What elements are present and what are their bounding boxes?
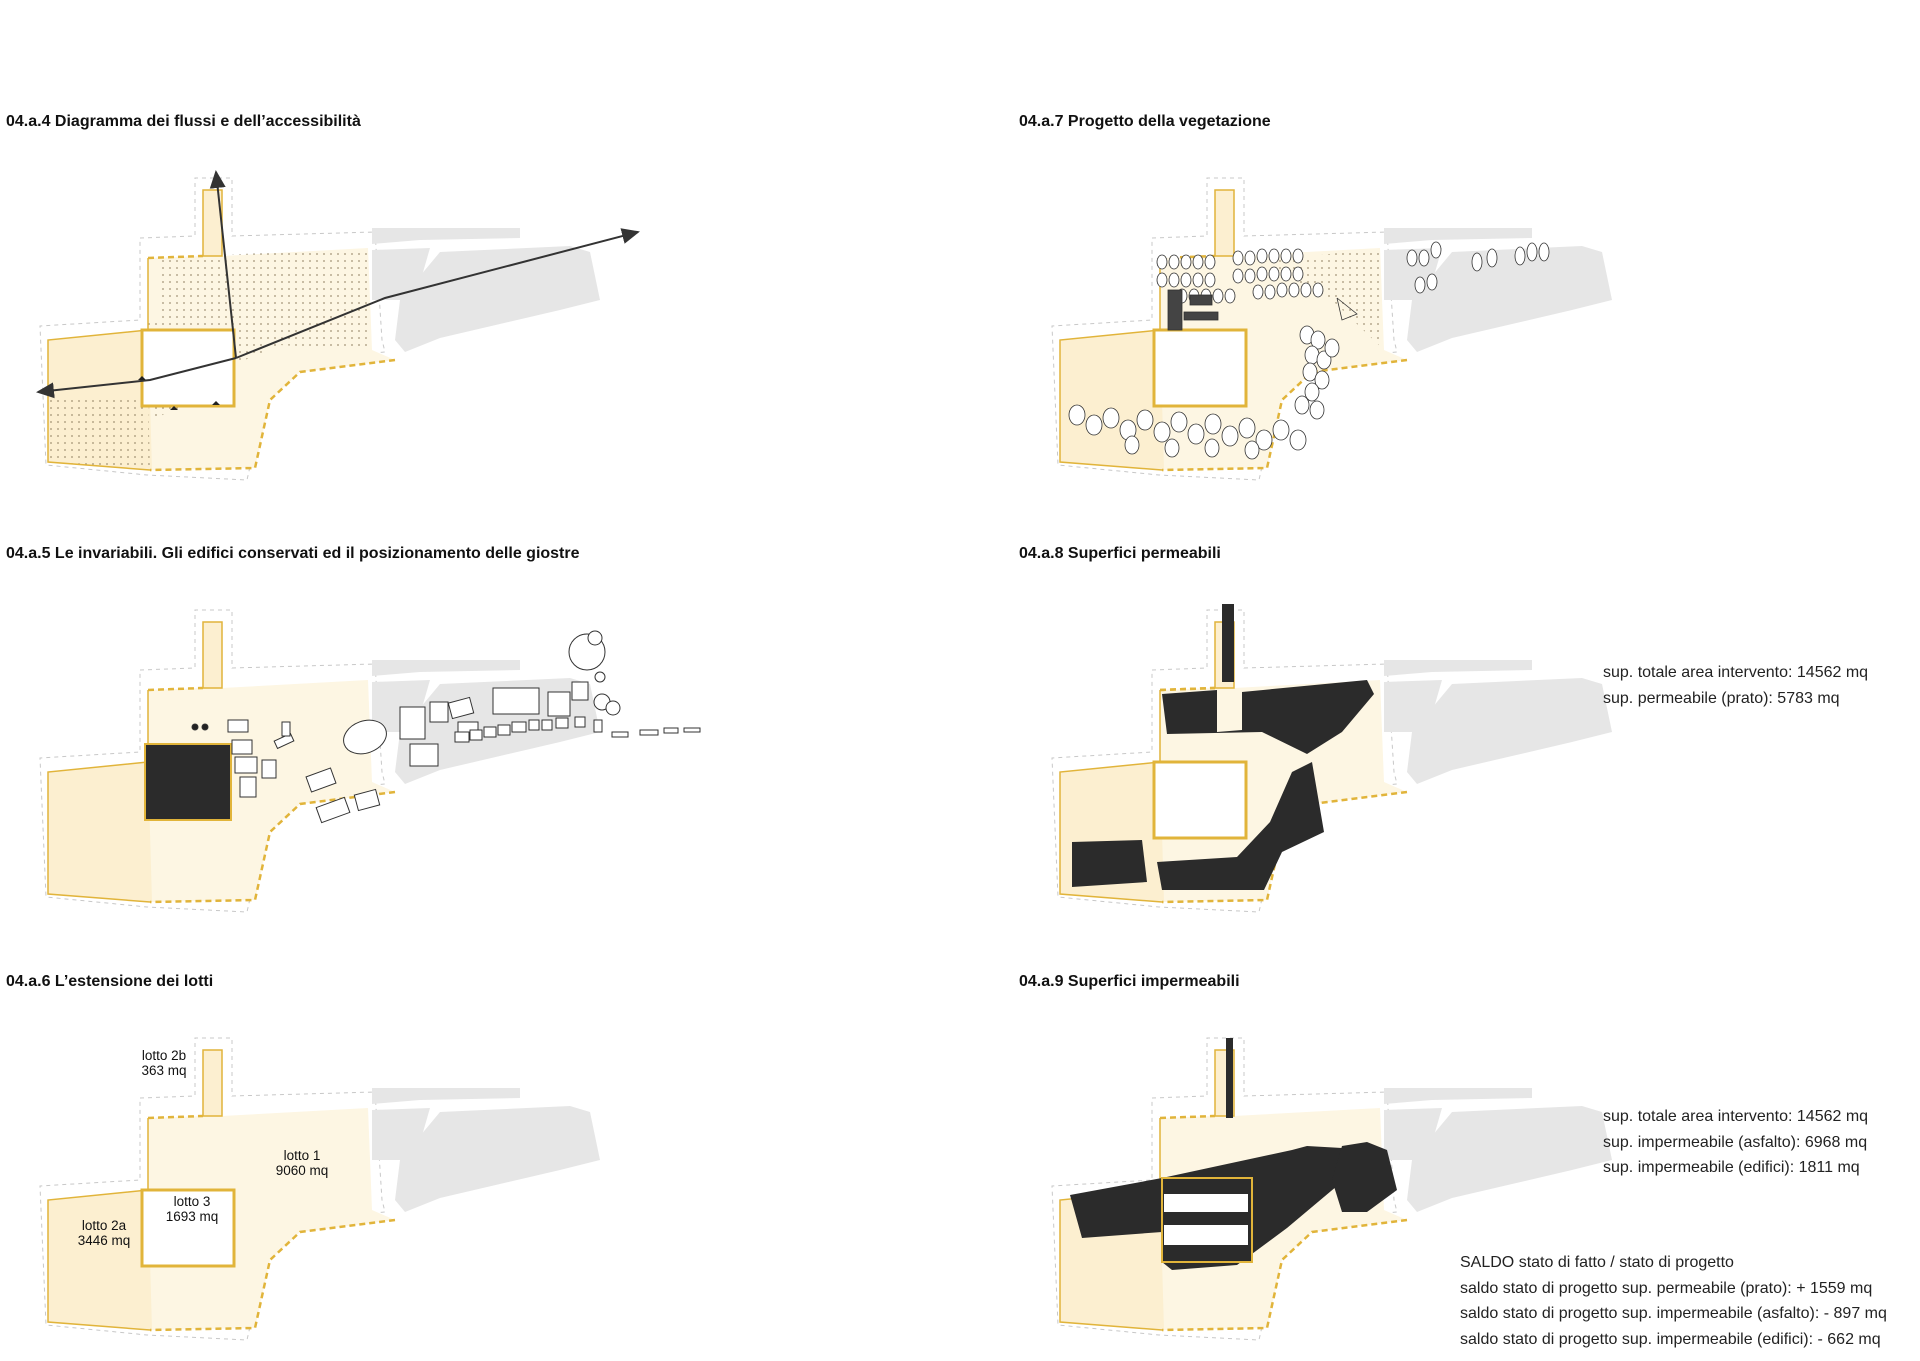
flow-arrow-west bbox=[36, 357, 237, 399]
lot-3-label: lotto 3 1693 mq bbox=[160, 1194, 224, 1224]
panel-title-flows: 04.a.4 Diagramma dei flussi e dell’acces… bbox=[6, 113, 361, 130]
lot-1-area: 9060 mq bbox=[275, 1163, 329, 1178]
stat-total-area: sup. totale area intervento: 14562 mq bbox=[1603, 664, 1869, 681]
tree-cluster bbox=[1068, 241, 1550, 460]
lot-2b-label: lotto 2b 363 mq bbox=[137, 1048, 191, 1078]
lot-2b-area: 363 mq bbox=[141, 1063, 187, 1078]
plan-invariables bbox=[39, 609, 701, 913]
stat-permeable-lawn: sup. permeabile (prato): 5783 mq bbox=[1603, 689, 1840, 707]
lot-2a-name: lotto 2a bbox=[81, 1218, 127, 1233]
panel-title-permeable: 04.a.8 Superfici permeabili bbox=[1019, 545, 1221, 562]
stat-impermeable-buildings: sup. impermeabile (edifici): 1811 mq bbox=[1603, 1159, 1860, 1176]
plan-impermeable bbox=[1051, 1037, 1612, 1341]
flow-arrow-east bbox=[235, 228, 640, 359]
lot-1-label: lotto 1 9060 mq bbox=[270, 1148, 334, 1178]
lot-2a-area: 3446 mq bbox=[77, 1233, 131, 1248]
plan-lots bbox=[39, 1037, 600, 1341]
saldo-stats: SALDO stato di fatto / stato di progetto… bbox=[1460, 1250, 1887, 1352]
permeable-stats: sup. totale area intervento: 14562 mq su… bbox=[1603, 660, 1868, 711]
plan-permeable bbox=[1051, 604, 1612, 913]
panel-title-impermeable: 04.a.9 Superfici impermeabili bbox=[1019, 973, 1240, 990]
plan-vegetation bbox=[1051, 177, 1612, 481]
plan-flows bbox=[36, 170, 640, 481]
panel-title-invariables: 04.a.5 Le invariabili. Gli edifici conse… bbox=[6, 545, 580, 562]
saldo-buildings: saldo stato di progetto sup. impermeabil… bbox=[1460, 1330, 1881, 1348]
lot-2a-label: lotto 2a 3446 mq bbox=[72, 1218, 136, 1248]
lot-3-area: 1693 mq bbox=[165, 1209, 219, 1224]
permeable-surfaces bbox=[1072, 604, 1374, 890]
panel-title-vegetation: 04.a.7 Progetto della vegetazione bbox=[1019, 113, 1271, 130]
panel-title-lots: 04.a.6 L’estensione dei lotti bbox=[6, 973, 214, 990]
saldo-asphalt: saldo stato di progetto sup. impermeabil… bbox=[1460, 1305, 1887, 1322]
impermeable-stats: sup. totale area intervento: 14562 mq su… bbox=[1603, 1104, 1868, 1181]
lot-2b-name: lotto 2b bbox=[141, 1048, 187, 1063]
stat-impermeable-asphalt: sup. impermeabile (asfalto): 6968 mq bbox=[1603, 1133, 1868, 1151]
saldo-heading: SALDO stato di fatto / stato di progetto bbox=[1460, 1254, 1734, 1271]
saldo-permeable: saldo stato di progetto sup. permeabile … bbox=[1460, 1279, 1873, 1297]
flow-arrow-north bbox=[209, 170, 237, 359]
lot-1-name: lotto 1 bbox=[283, 1148, 321, 1163]
stat-total-area-2: sup. totale area intervento: 14562 mq bbox=[1603, 1108, 1869, 1125]
preserved-building bbox=[144, 743, 232, 821]
lot-3-name: lotto 3 bbox=[173, 1194, 211, 1209]
